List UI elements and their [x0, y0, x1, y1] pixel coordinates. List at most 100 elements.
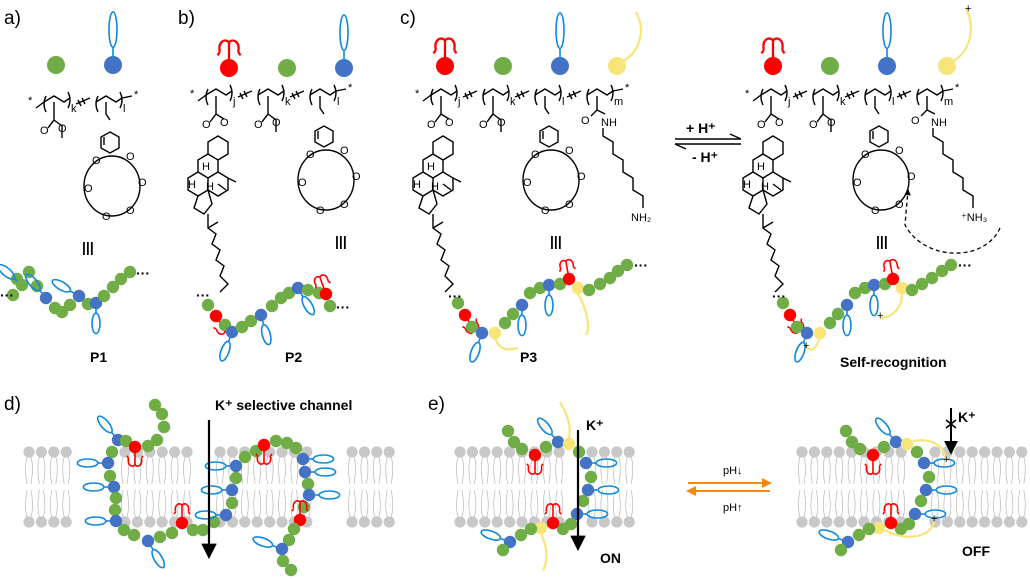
- k-selective-channel-title: K⁺ selective channel: [215, 397, 352, 413]
- crown-oxygen: O: [340, 145, 349, 157]
- green-bead: [790, 320, 804, 334]
- lipid-tail: [931, 456, 939, 518]
- green-bead: [834, 543, 848, 557]
- amine-arm: [884, 521, 936, 538]
- crown-ether-icon: [200, 485, 226, 495]
- stereo-h: H: [427, 161, 435, 173]
- cholesterol-icon: [313, 274, 331, 290]
- lipid-head: [586, 516, 598, 528]
- blue-bead: [89, 296, 103, 310]
- red-bead: [886, 272, 900, 286]
- bracket-close: [67, 91, 71, 109]
- chain-continuation: ···: [0, 287, 14, 303]
- carbonyl-oxygen: O: [254, 119, 263, 131]
- cholesterol-arms: [216, 39, 242, 62]
- green-bead: [103, 469, 117, 483]
- lipid-tail: [955, 456, 964, 518]
- green-bead: [119, 434, 133, 448]
- panel-label-d: d): [4, 394, 21, 415]
- green-bead: [922, 470, 936, 484]
- crown-ring: [818, 529, 840, 541]
- lipid-head: [1003, 446, 1016, 458]
- benzene-ring: [100, 102, 120, 154]
- bracket-close: [610, 84, 614, 102]
- legend-green-bead: [494, 57, 512, 75]
- crown-ether-icon: [794, 338, 806, 363]
- crown-ring: [91, 312, 101, 335]
- random-linkage: [237, 90, 253, 100]
- crown-ether-icon: [921, 509, 947, 519]
- protonation-equilibrium: + H⁺ - H⁺: [674, 120, 742, 165]
- amine-arm: [493, 337, 519, 351]
- chain-end-star: *: [415, 88, 420, 100]
- backbone-bond: [752, 94, 762, 102]
- ammonium-plus-icon: +: [965, 3, 971, 15]
- green-bead: [55, 305, 69, 319]
- stereo-h: H: [206, 181, 214, 193]
- crown-ring: [882, 12, 892, 50]
- legend-yellow-bead: [608, 57, 626, 75]
- bracket-open: [430, 88, 434, 106]
- crown-ether-icon: [96, 415, 115, 436]
- blue-bead: [291, 281, 305, 295]
- chain-continuation: ···: [772, 288, 786, 304]
- bracket-open: [760, 88, 764, 106]
- green-bead: [852, 528, 866, 542]
- lipid-head: [611, 516, 623, 528]
- lipid-head: [131, 516, 143, 528]
- chain-continuation: ···: [336, 299, 350, 315]
- lipid-tail: [968, 456, 977, 518]
- lipid-tail: [290, 456, 299, 518]
- crown-oxygen: O: [531, 149, 540, 161]
- crown-ether-icon: [544, 291, 554, 317]
- crown-ether-ring: [83, 155, 141, 217]
- cholesterol-icon: [558, 258, 576, 275]
- backbone-bond: [197, 94, 207, 102]
- amide-nh: NH: [601, 117, 617, 129]
- green-bead: [282, 533, 296, 547]
- backbone-bond: [205, 88, 233, 96]
- cholesterol-arms: [291, 500, 309, 516]
- red-bead: [175, 516, 189, 530]
- crown-ether-icon: [108, 11, 118, 59]
- green-bead: [831, 307, 845, 321]
- bracket-open: [309, 88, 313, 106]
- lipid-tail: [555, 456, 564, 518]
- lipid-head: [929, 446, 941, 458]
- cholesterol-arms: [882, 503, 900, 519]
- crown-ether-icon: [0, 263, 18, 282]
- cholesterol-icon: [544, 503, 562, 519]
- bracket-close: [836, 84, 840, 102]
- ester-oxygen: O: [445, 117, 454, 129]
- crown-oxygen: O: [861, 149, 870, 161]
- crown-ether-icon: [76, 458, 102, 468]
- channel-e-off: [818, 417, 958, 557]
- crown-ring: [151, 548, 166, 569]
- lipid-head: [383, 516, 395, 528]
- amine-arm: [577, 293, 589, 336]
- ammonium-group: ⁺NH₃: [961, 212, 987, 224]
- chain-end-star: *: [955, 82, 960, 94]
- lipid-head: [598, 516, 611, 528]
- bracket-close: [506, 84, 510, 102]
- ester-bonds: [816, 96, 832, 132]
- lipid-head: [991, 446, 1003, 458]
- green-bead: [914, 494, 928, 508]
- cholesterol-icon: [882, 503, 900, 519]
- lipid-tail: [993, 456, 1001, 518]
- bracket-close: [229, 84, 233, 102]
- lipid-tail: [588, 456, 596, 518]
- green-bead: [539, 440, 553, 454]
- crown-oxygen: O: [92, 155, 101, 167]
- green-bead: [620, 258, 634, 272]
- ester-oxygen: O: [497, 117, 506, 129]
- lipid-tail: [600, 456, 609, 518]
- cholesterol-arms: [558, 258, 576, 275]
- panel-label-a: a): [4, 8, 21, 29]
- panel-label-b: b): [178, 8, 195, 29]
- lipid-head: [966, 446, 978, 458]
- cholesterol-arms: [864, 459, 882, 475]
- cholesterol-icon: [173, 503, 191, 519]
- crown-ring: [536, 417, 553, 436]
- equivalence-sign: |||: [876, 233, 888, 249]
